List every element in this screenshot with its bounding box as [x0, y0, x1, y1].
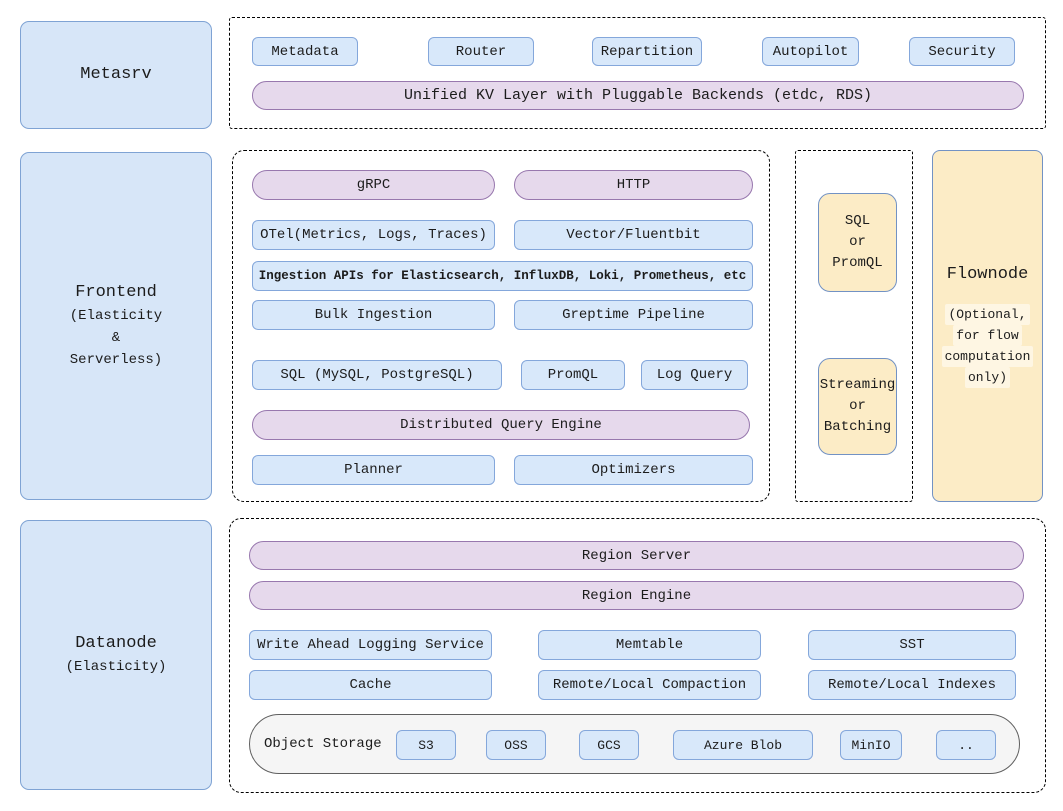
metasrv-label: Metasrv: [80, 65, 152, 84]
promql-interface-box: PromQL: [521, 360, 625, 390]
wal-service-box: Write Ahead Logging Service: [249, 630, 492, 660]
flownode-note-line3: computation: [941, 345, 1034, 367]
sql-or-promql-line3: PromQL: [832, 255, 883, 271]
indexes-box: Remote/Local Indexes: [808, 670, 1016, 700]
optimizers-box: Optimizers: [514, 455, 753, 485]
metasrv-container: [229, 17, 1046, 129]
cache-box: Cache: [249, 670, 492, 700]
ingestion-apis-box: Ingestion APIs for Elasticsearch, Influx…: [252, 261, 753, 291]
sql-interface-box: SQL (MySQL, PostgreSQL): [252, 360, 502, 390]
bulk-ingestion-box: Bulk Ingestion: [252, 300, 495, 330]
provider-azure-blob: Azure Blob: [673, 730, 813, 760]
log-query-interface-box: Log Query: [641, 360, 748, 390]
provider-oss: OSS: [486, 730, 546, 760]
http-pill: HTTP: [514, 170, 753, 200]
metasrv-item-router: Router: [428, 37, 534, 66]
planner-box: Planner: [252, 455, 495, 485]
frontend-label-box: Frontend (Elasticity & Serverless): [20, 152, 212, 500]
flownode-title: Flownode: [946, 264, 1029, 284]
unified-kv-layer-bar: Unified KV Layer with Pluggable Backends…: [252, 81, 1024, 110]
otel-box: OTel(Metrics, Logs, Traces): [252, 220, 495, 250]
vector-fluentbit-box: Vector/Fluentbit: [514, 220, 753, 250]
greptime-pipeline-box: Greptime Pipeline: [514, 300, 753, 330]
streaming-or-batching-line3: Batching: [823, 419, 892, 435]
metasrv-item-repartition: Repartition: [592, 37, 702, 66]
metasrv-item-security: Security: [909, 37, 1015, 66]
datanode-label-box: Datanode (Elasticity): [20, 520, 212, 790]
provider-more: ..: [936, 730, 996, 760]
frontend-sublabel-line2: &: [111, 330, 121, 346]
flownode-note-line1: (Optional,: [945, 303, 1030, 325]
compaction-box: Remote/Local Compaction: [538, 670, 761, 700]
distributed-query-engine-pill: Distributed Query Engine: [252, 410, 750, 440]
flownode-box: Flownode (Optional, for flow computation…: [932, 150, 1043, 502]
provider-minio: MinIO: [840, 730, 902, 760]
datanode-sublabel: (Elasticity): [65, 659, 167, 675]
grpc-pill: gRPC: [252, 170, 495, 200]
metasrv-label-box: Metasrv: [20, 21, 212, 129]
frontend-label: Frontend: [75, 283, 157, 302]
region-server-pill: Region Server: [249, 541, 1024, 570]
streaming-or-batching-box: Streaming or Batching: [818, 358, 897, 455]
metasrv-item-autopilot: Autopilot: [762, 37, 859, 66]
provider-gcs: GCS: [579, 730, 639, 760]
sst-box: SST: [808, 630, 1016, 660]
object-storage-label: Object Storage: [264, 736, 382, 752]
object-storage-container: Object Storage S3 OSS GCS Azure Blob Min…: [249, 714, 1020, 774]
flownode-note-line4: only): [964, 366, 1010, 388]
sql-or-promql-line1: SQL: [844, 213, 871, 229]
datanode-label: Datanode: [75, 634, 157, 653]
sql-or-promql-box: SQL or PromQL: [818, 193, 897, 292]
provider-s3: S3: [396, 730, 456, 760]
sql-or-promql-line2: or: [849, 234, 866, 250]
frontend-sublabel-line3: Serverless): [69, 352, 163, 368]
memtable-box: Memtable: [538, 630, 761, 660]
region-engine-pill: Region Engine: [249, 581, 1024, 610]
frontend-sublabel-line1: (Elasticity: [69, 308, 163, 324]
flownode-note-line2: for flow: [953, 324, 1022, 346]
streaming-or-batching-line1: Streaming: [819, 377, 896, 393]
streaming-or-batching-line2: or: [849, 398, 866, 414]
metasrv-item-metadata: Metadata: [252, 37, 358, 66]
